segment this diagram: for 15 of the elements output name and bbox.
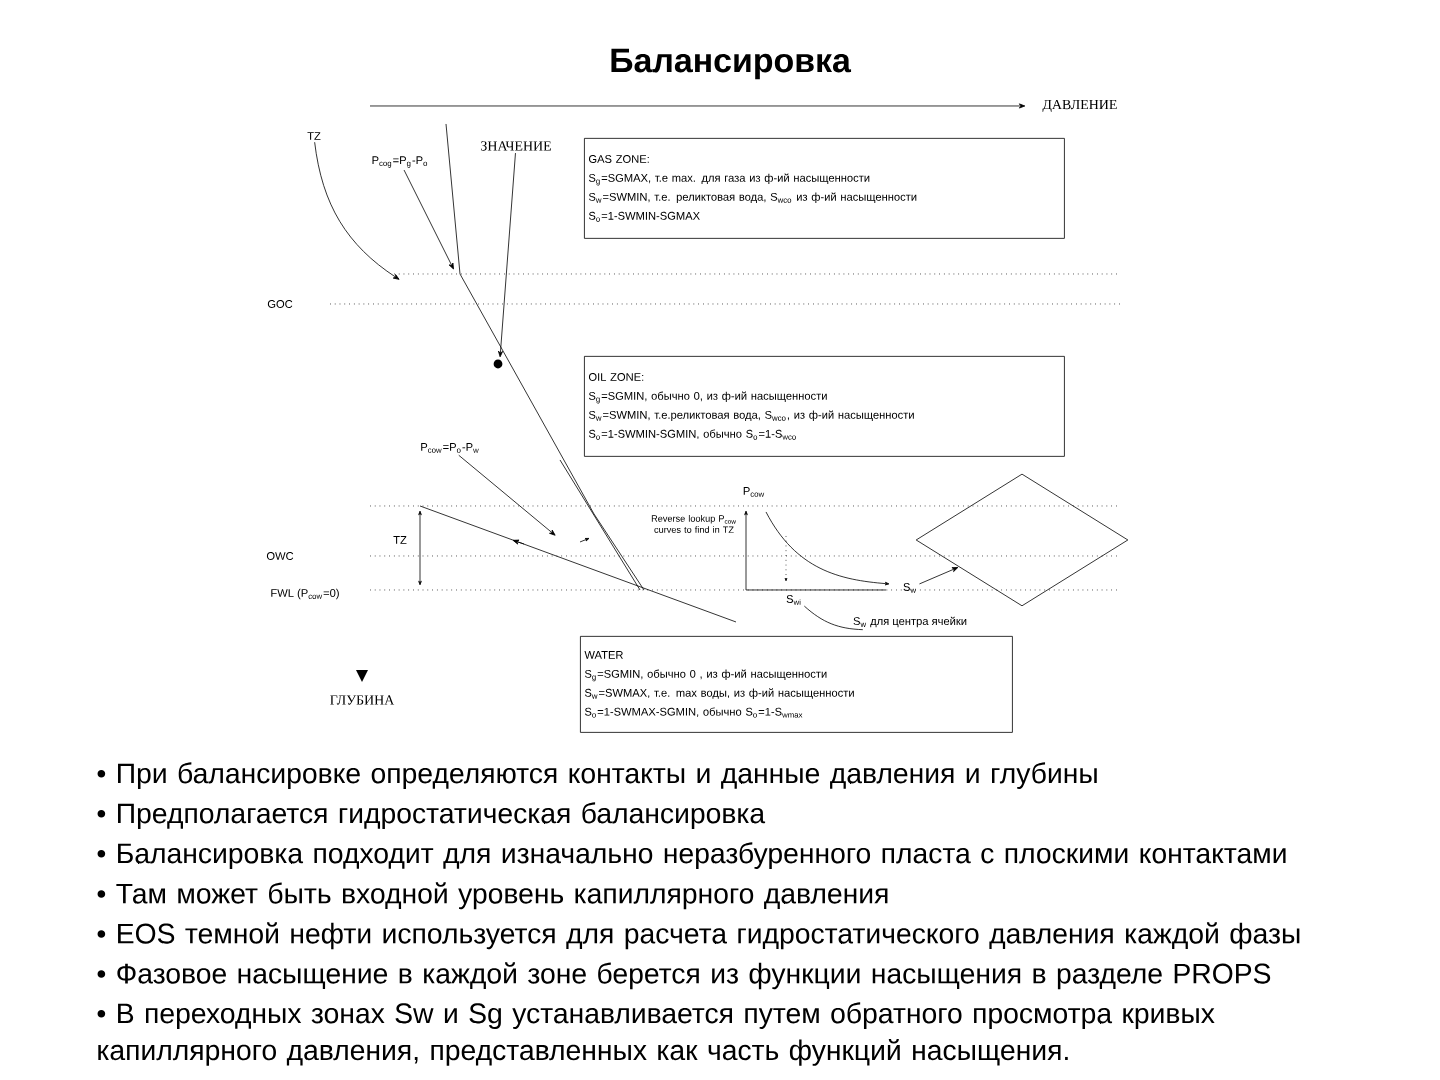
leader-line [403,169,454,270]
list-item: • В переходных зонах Sw и Sg устанавливается путем обратного просмотра кривых капиллярного давления, представленных как часть функций насыщения. [97,1002,1215,1066]
leader-line [803,605,864,631]
leader-line [314,141,400,280]
title: Балансировка [611,48,852,80]
list-item: • Фазовое насыщение в каждой зоне берется из функции насыщения в разделе PROPS [97,962,1271,990]
leader-line [458,454,556,536]
grid-cell-diamond [915,473,1129,607]
list-item: • Балансировка подходит для изначально неразбуренного пласта с плоскими контактами [97,842,1286,869]
list-item: • При балансировке определяются контакты и данные давления и глубины [97,762,1097,789]
list-item: • Предполагается гидростатическая балансировка [97,802,766,829]
leader-line [498,152,516,358]
list-item: • EOS темной нефти используется для расчета гидростатического давления каждой фазы [97,922,1300,950]
leader-line [919,567,959,585]
list-item: • Там может быть входной уровень капиллярного давления [97,882,888,910]
